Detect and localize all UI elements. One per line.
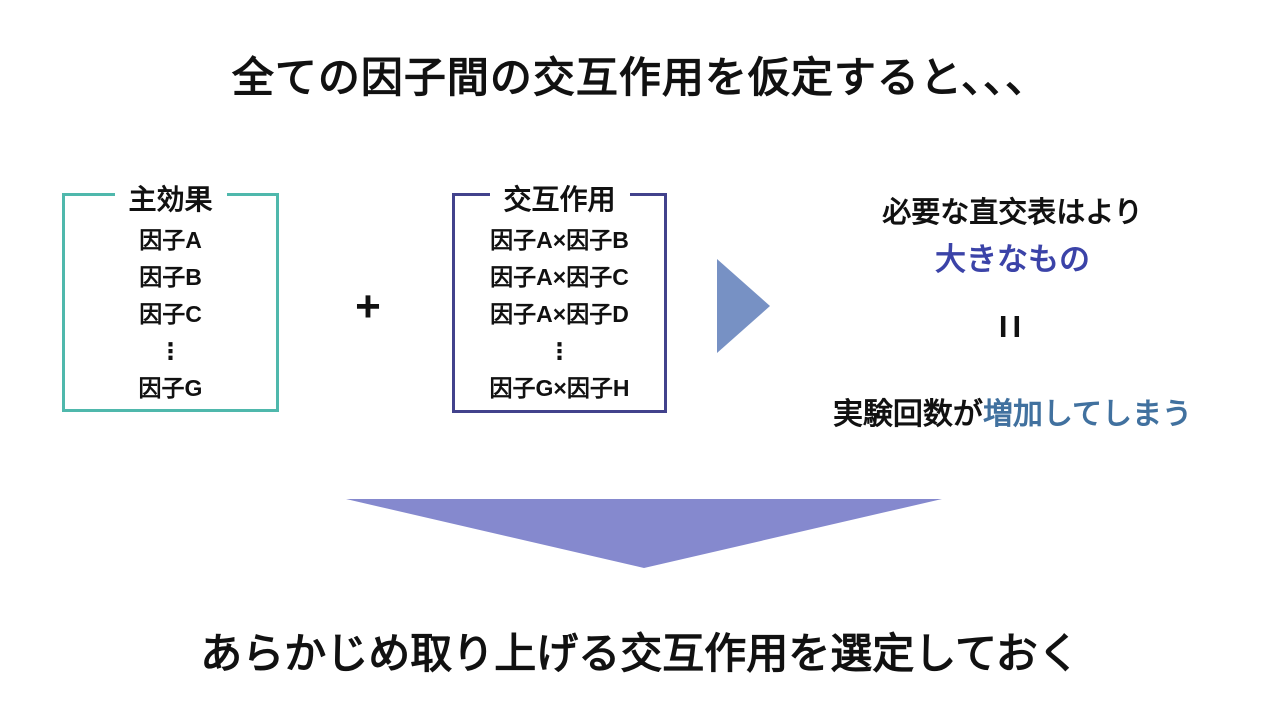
vertical-ellipsis: ⋮ <box>159 338 182 364</box>
main-effects-box-label: 主効果 <box>114 178 227 218</box>
slide-title: 全ての因子間の交互作用を仮定すると、、、 <box>231 54 1049 101</box>
arrow-down-icon <box>346 499 942 568</box>
interactions-box-label: 交互作用 <box>489 178 630 218</box>
equals-rotated-symbol: II <box>998 309 1027 344</box>
result-line-3-black: 実験回数が <box>832 398 983 431</box>
vertical-ellipsis: ⋮ <box>548 338 571 364</box>
arrow-right-icon <box>717 259 770 353</box>
interactions-list: 因子A×因子B 因子A×因子C 因子A×因子D ⋮ 因子G×因子H <box>455 196 664 407</box>
main-effects-item: 因子A <box>139 227 202 253</box>
main-effects-box: 主効果 因子A 因子B 因子C ⋮ 因子G <box>62 178 279 412</box>
main-effects-item: 因子B <box>139 264 202 290</box>
result-line-2-emphasis: 大きなもの <box>935 242 1090 277</box>
result-line-3-emphasis: 増加してしまう <box>982 398 1193 431</box>
plus-sign: + <box>355 282 381 331</box>
main-effects-item: 因子C <box>139 301 202 327</box>
conclusion-text: あらかじめ取り上げる交互作用を選定しておく <box>200 630 1080 677</box>
result-line-1: 必要な直交表はより <box>882 197 1143 229</box>
interactions-item: 因子A×因子D <box>490 301 629 327</box>
interactions-item: 因子A×因子C <box>490 264 629 290</box>
interactions-item: 因子A×因子B <box>490 227 629 253</box>
interactions-item: 因子G×因子H <box>489 375 630 401</box>
main-effects-list: 因子A 因子B 因子C ⋮ 因子G <box>65 196 276 407</box>
result-line-3: 実験回数が増加してしまう <box>790 389 1235 433</box>
main-effects-item: 因子G <box>138 375 203 401</box>
interactions-box: 交互作用 因子A×因子B 因子A×因子C 因子A×因子D ⋮ 因子G×因子H <box>452 178 667 413</box>
